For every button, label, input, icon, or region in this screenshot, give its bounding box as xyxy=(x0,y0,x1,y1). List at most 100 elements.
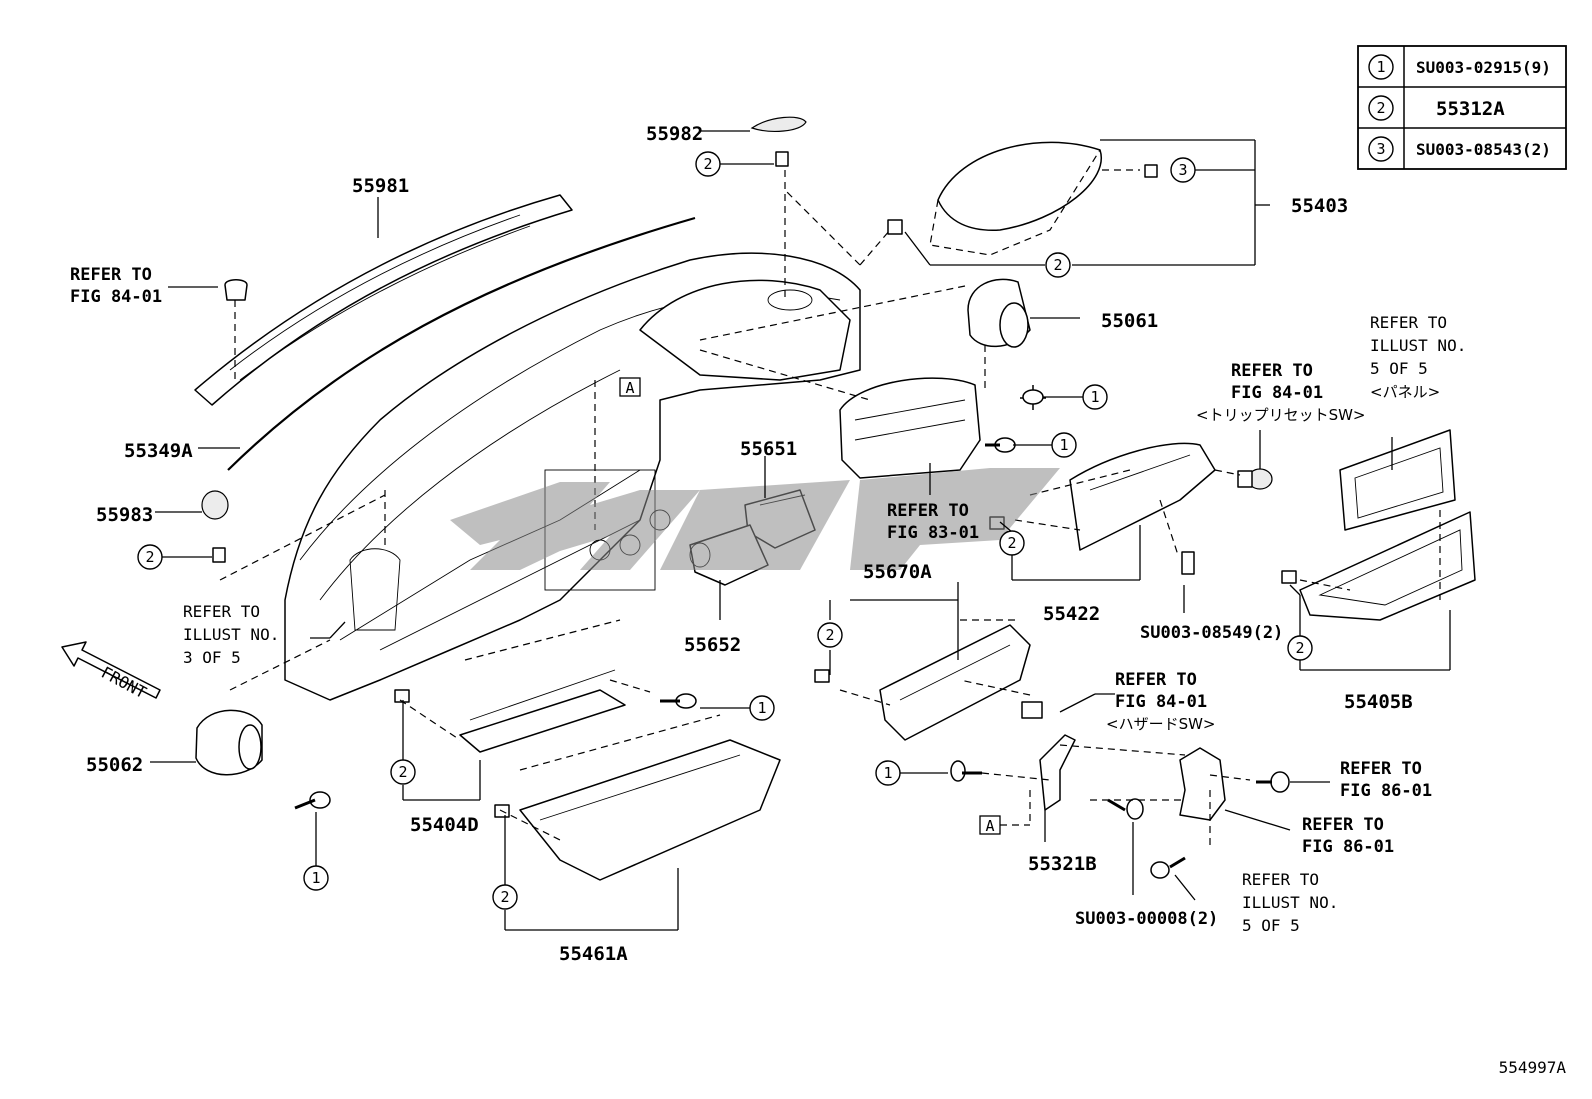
svg-text:FIG 86-01: FIG 86-01 xyxy=(1340,781,1432,801)
svg-text:ILLUST NO.: ILLUST NO. xyxy=(1242,893,1338,912)
ref-fig-83-01: REFER TO FIG 83-01 xyxy=(887,501,979,543)
leader-lines xyxy=(150,130,1451,931)
svg-text:SU003-02915(9): SU003-02915(9) xyxy=(1416,58,1551,77)
svg-text:3: 3 xyxy=(1376,140,1385,158)
svg-text:5 OF 5: 5 OF 5 xyxy=(1370,359,1428,378)
part-number-labels: 55982 55981 55403 55061 55349A 55983 556… xyxy=(86,123,1413,965)
label-55982: 55982 xyxy=(646,123,703,145)
svg-text:REFER TO: REFER TO xyxy=(1340,759,1422,779)
label-55670a: 55670A xyxy=(863,561,932,583)
label-55404d: 55404D xyxy=(410,814,479,836)
dashed-assembly-lines xyxy=(219,169,1441,845)
register-55062-drawing xyxy=(195,709,263,776)
label-su003-00008: SU003-00008(2) xyxy=(1075,909,1218,929)
svg-text:REFER TO: REFER TO xyxy=(1302,815,1384,835)
svg-text:2: 2 xyxy=(398,763,407,781)
reference-notes: REFER TO FIG 84-01 REFER TO FIG 83-01 RE… xyxy=(70,265,1466,935)
callout-2-b: 2 xyxy=(1045,252,1071,278)
label-55405b: 55405B xyxy=(1344,691,1413,713)
svg-text:<パネル>: <パネル> xyxy=(1370,383,1440,401)
register-55061-drawing xyxy=(967,278,1031,348)
ref-fig-86-01-b: REFER TO FIG 86-01 xyxy=(1302,815,1394,857)
label-55422: 55422 xyxy=(1043,603,1100,625)
panel-55422-drawing xyxy=(1069,442,1216,551)
label-55403: 55403 xyxy=(1291,195,1348,217)
callout-3-a: 3 xyxy=(1170,157,1196,183)
svg-text:2: 2 xyxy=(703,155,712,173)
callout-2-d: 2 xyxy=(999,530,1025,556)
ref-fig-86-01-a: REFER TO FIG 86-01 xyxy=(1340,759,1432,801)
panel-55405b-drawing xyxy=(1299,429,1476,621)
svg-text:1: 1 xyxy=(311,869,320,887)
callout-2-c: 2 xyxy=(137,544,163,570)
lower-cover-55461a-drawing xyxy=(519,739,781,881)
dash-moulding-drawing xyxy=(227,216,696,471)
ref-illust-3: REFER TO ILLUST NO. 3 OF 5 xyxy=(183,602,279,667)
svg-text:REFER TO: REFER TO xyxy=(1242,870,1319,889)
svg-text:1: 1 xyxy=(757,699,766,717)
svg-text:1: 1 xyxy=(1376,58,1385,76)
label-su003-08549: SU003-08549(2) xyxy=(1140,623,1283,643)
svg-text:2: 2 xyxy=(145,548,154,566)
svg-text:FIG 83-01: FIG 83-01 xyxy=(887,523,979,543)
legend-row-3: 3 SU003-08543(2) xyxy=(1368,136,1551,162)
label-55321b: 55321B xyxy=(1028,853,1097,875)
center-cluster-55670a-drawing xyxy=(879,624,1043,741)
ref-illust-5-b: REFER TO ILLUST NO. 5 OF 5 xyxy=(1242,870,1338,935)
ref-illust-5-panel: REFER TO ILLUST NO. 5 OF 5 <パネル> xyxy=(1370,313,1466,401)
callout-1-d: 1 xyxy=(875,760,901,786)
screw-drawings xyxy=(224,279,1290,879)
legend-row-2: 2 55312A xyxy=(1368,95,1505,121)
bracket-8601-drawing xyxy=(1179,747,1226,821)
label-55061: 55061 xyxy=(1101,310,1158,332)
bezel-55982-drawing xyxy=(750,116,807,132)
svg-text:FRONT: FRONT xyxy=(98,663,150,703)
vent-55983-drawing xyxy=(201,490,229,520)
svg-text:1: 1 xyxy=(1090,388,1099,406)
svg-text:55312A: 55312A xyxy=(1436,98,1505,120)
callout-1-e: 1 xyxy=(303,865,329,891)
svg-text:ILLUST NO.: ILLUST NO. xyxy=(183,625,279,644)
svg-text:2: 2 xyxy=(825,626,834,644)
svg-text:FIG 84-01: FIG 84-01 xyxy=(1115,692,1207,712)
callout-2-h: 2 xyxy=(492,884,518,910)
label-55349a: 55349A xyxy=(124,440,193,462)
combination-meter-drawing xyxy=(839,377,981,479)
callout-1-c: 1 xyxy=(749,695,775,721)
svg-text:REFER TO: REFER TO xyxy=(887,501,969,521)
svg-text:3: 3 xyxy=(1178,161,1187,179)
callout-1-a: 1 xyxy=(1082,384,1108,410)
trip-switch-drawing xyxy=(1237,468,1273,490)
view-markers: A A xyxy=(619,377,1001,835)
svg-text:1: 1 xyxy=(883,764,892,782)
svg-text:FIG 84-01: FIG 84-01 xyxy=(70,287,162,307)
legend-table: 1 SU003-02915(9) 2 55312A 3 SU003-08543(… xyxy=(1357,45,1567,170)
svg-text:2: 2 xyxy=(1376,99,1385,117)
svg-text:2: 2 xyxy=(1295,639,1304,657)
svg-text:A: A xyxy=(625,379,634,397)
svg-text:REFER TO: REFER TO xyxy=(1115,670,1197,690)
label-55981: 55981 xyxy=(352,175,409,197)
svg-text:REFER TO: REFER TO xyxy=(1370,313,1447,332)
front-arrow: FRONT xyxy=(61,641,161,703)
instrument-panel-drawing xyxy=(284,252,861,701)
svg-text:REFER TO: REFER TO xyxy=(70,265,152,285)
callout-1-b: 1 xyxy=(1051,432,1077,458)
callout-2-f: 2 xyxy=(817,622,843,648)
svg-text:A: A xyxy=(985,817,994,835)
callout-2-a: 2 xyxy=(695,151,721,177)
watermark-logo xyxy=(450,468,1060,570)
bracket-55321b-drawing xyxy=(1039,734,1076,811)
svg-text:ILLUST NO.: ILLUST NO. xyxy=(1370,336,1466,355)
svg-text:3 OF 5: 3 OF 5 xyxy=(183,648,241,667)
svg-text:1: 1 xyxy=(1059,436,1068,454)
marker-a-top: A xyxy=(619,377,641,397)
figure-id: 554997A xyxy=(1499,1058,1567,1077)
label-55652: 55652 xyxy=(684,634,741,656)
svg-text:SU003-08543(2): SU003-08543(2) xyxy=(1416,140,1551,159)
svg-text:2: 2 xyxy=(1053,256,1062,274)
callout-2-g: 2 xyxy=(390,759,416,785)
ref-fig-84-01-a: REFER TO FIG 84-01 xyxy=(70,265,162,307)
marker-a-bottom: A xyxy=(979,815,1001,835)
